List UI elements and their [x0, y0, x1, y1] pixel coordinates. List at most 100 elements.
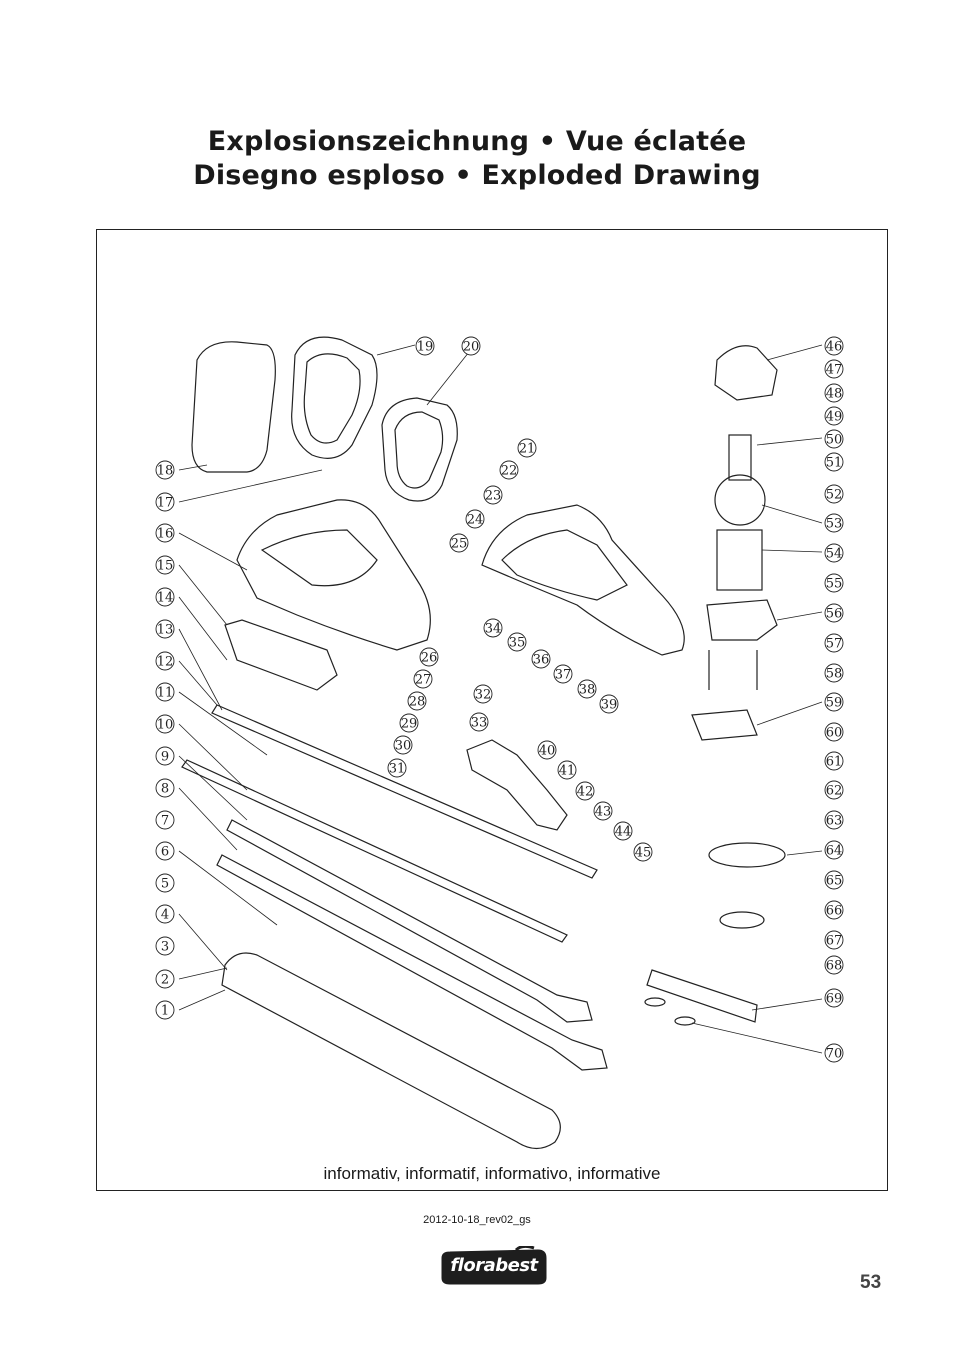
part-label-circle-6 — [155, 841, 175, 861]
part-label-circle-47 — [824, 359, 844, 379]
part-label-28: 28 — [409, 695, 426, 710]
part-label-circle-16 — [155, 523, 175, 543]
part-label-37: 37 — [555, 668, 572, 683]
part-label-circle-4 — [155, 904, 175, 924]
part-label-circle-11 — [155, 682, 175, 702]
part-label-16: 16 — [157, 527, 174, 542]
part-label-circle-7 — [155, 810, 175, 830]
part-label-65: 65 — [826, 874, 843, 889]
part-label-circle-40 — [537, 740, 557, 760]
part-label-circle-8 — [155, 778, 175, 798]
part-label-29: 29 — [401, 717, 418, 732]
part-label-63: 63 — [826, 814, 843, 829]
part-label-59: 59 — [826, 696, 843, 711]
part-label-circle-41 — [557, 760, 577, 780]
part-label-15: 15 — [157, 559, 174, 574]
part-lever — [466, 739, 568, 831]
part-label-circle-13 — [155, 619, 175, 639]
part-strip — [181, 759, 568, 943]
part-rail — [211, 704, 598, 879]
florabest-logo: florabest — [438, 1244, 550, 1288]
part-fan-cover — [714, 345, 778, 401]
part-label-62: 62 — [826, 784, 843, 799]
part-label-33: 33 — [471, 716, 488, 731]
page-number: 53 — [860, 1272, 882, 1293]
part-label-circle-49 — [824, 406, 844, 426]
part-label-circle-18 — [155, 460, 175, 480]
part-gear-64 — [708, 842, 786, 868]
part-label-26: 26 — [421, 651, 438, 666]
part-label-55: 55 — [826, 577, 843, 592]
part-label-circle-15 — [155, 555, 175, 575]
part-label-18: 18 — [157, 464, 174, 479]
part-label-circle-54 — [824, 543, 844, 563]
part-label-circle-43 — [593, 801, 613, 821]
part-label-circle-50 — [824, 429, 844, 449]
part-label-circle-51 — [824, 452, 844, 472]
part-label-circle-20 — [461, 336, 481, 356]
part-label-66: 66 — [826, 904, 843, 919]
part-gear-66 — [719, 911, 765, 929]
part-gear-housing — [706, 599, 778, 641]
part-label-54: 54 — [826, 547, 843, 562]
part-label-3: 3 — [161, 940, 169, 955]
part-label-31: 31 — [389, 762, 406, 777]
part-label-circle-33 — [469, 712, 489, 732]
part-label-circle-3 — [155, 936, 175, 956]
part-label-circle-61 — [824, 751, 844, 771]
part-label-circle-65 — [824, 870, 844, 890]
part-label-circle-36 — [531, 649, 551, 669]
part-label-circle-58 — [824, 663, 844, 683]
part-label-circle-64 — [824, 840, 844, 860]
part-label-circle-25 — [449, 533, 469, 553]
part-label-60: 60 — [826, 726, 843, 741]
part-label-5: 5 — [161, 877, 169, 892]
exploded-drawing: 1234567891011121314151617181920212223242… — [155, 336, 844, 1150]
part-label-61: 61 — [826, 755, 843, 770]
part-label-46: 46 — [826, 340, 843, 355]
part-label-52: 52 — [826, 488, 843, 503]
part-label-19: 19 — [417, 340, 434, 355]
part-blade-cover — [221, 952, 561, 1150]
part-label-circle-10 — [155, 714, 175, 734]
part-label-38: 38 — [579, 683, 596, 698]
part-label-circle-44 — [613, 821, 633, 841]
part-label-10: 10 — [157, 718, 174, 733]
part-handle-grip — [381, 397, 458, 502]
part-label-68: 68 — [826, 959, 843, 974]
part-label-40: 40 — [539, 744, 556, 759]
part-label-23: 23 — [485, 489, 502, 504]
part-label-circle-63 — [824, 810, 844, 830]
part-label-circle-29 — [399, 713, 419, 733]
part-label-circle-35 — [507, 632, 527, 652]
part-label-35: 35 — [509, 636, 526, 651]
part-blade-upper — [226, 819, 593, 1023]
part-label-20: 20 — [463, 340, 480, 355]
part-label-circle-53 — [824, 513, 844, 533]
part-label-circle-31 — [387, 758, 407, 778]
part-label-4: 4 — [161, 908, 169, 923]
part-label-34: 34 — [485, 622, 502, 637]
part-hand-guard — [191, 341, 276, 473]
drawing-caption: informativ, informatif, informativo, inf… — [323, 1164, 661, 1183]
part-label-13: 13 — [157, 623, 174, 638]
part-blade-lower — [216, 854, 608, 1071]
part-label-7: 7 — [161, 814, 169, 829]
part-armature — [728, 434, 752, 481]
part-washer-70 — [674, 1016, 696, 1026]
part-label-circle-55 — [824, 573, 844, 593]
part-label-circle-62 — [824, 780, 844, 800]
part-label-circle-27 — [413, 669, 433, 689]
part-gear-plate — [691, 709, 758, 741]
page-title-line-2: Disegno esploso • Exploded Drawing — [193, 160, 761, 191]
part-label-circle-5 — [155, 873, 175, 893]
part-label-14: 14 — [157, 591, 174, 606]
part-label-circle-66 — [824, 900, 844, 920]
part-label-circle-23 — [483, 485, 503, 505]
part-label-circle-9 — [155, 746, 175, 766]
part-label-36: 36 — [533, 653, 550, 668]
part-connecting-rod — [646, 969, 758, 1023]
part-label-circle-28 — [407, 691, 427, 711]
part-label-47: 47 — [826, 363, 843, 378]
